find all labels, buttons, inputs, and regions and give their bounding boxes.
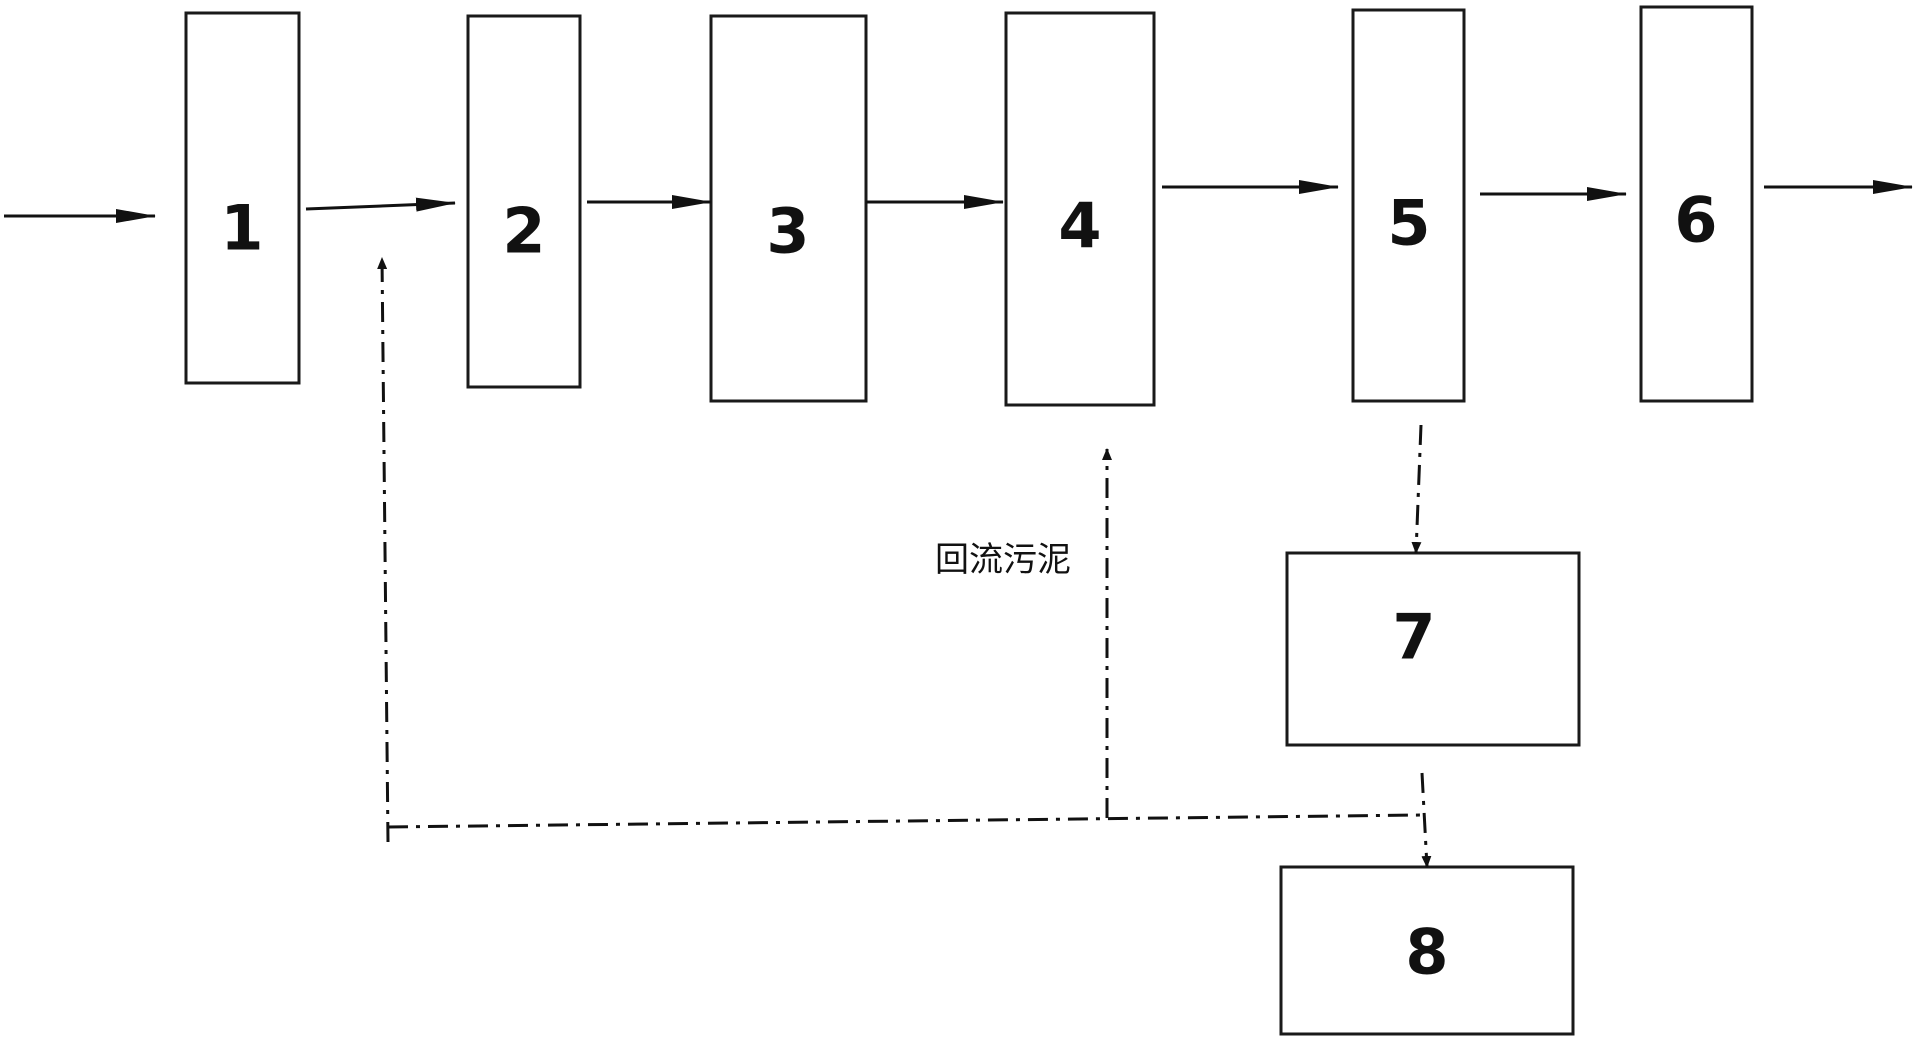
unit-2-label: 2 [502,195,545,268]
unit-6-label: 6 [1674,184,1717,257]
unit-1-box: 1 [184,11,301,385]
unit-5-label: 5 [1387,187,1430,260]
unit-6-box: 6 [1639,5,1754,403]
unit-5-box: 5 [1351,8,1466,403]
unit-4-label: 4 [1058,190,1101,263]
unit-3-box: 3 [709,14,868,403]
sludge-return-arrow-to-unit-2-inlet [377,257,390,843]
sludge-arrow-7-to-8 [1420,772,1432,868]
sludge-return-horizontal-line [387,813,1423,829]
unit-7-label: 7 [1392,601,1435,674]
unit-7-box: 7 [1285,551,1581,747]
unit-1-label: 1 [220,192,263,265]
unit-8-label: 8 [1405,916,1448,989]
sludge-arrow-5-to-7 [1411,424,1423,554]
unit-4-box: 4 [1004,11,1156,407]
unit-8-box: 8 [1279,865,1575,1036]
unit-2-box: 2 [466,14,582,389]
flow-arrow-1-to-2 [305,197,456,212]
unit-3-label: 3 [766,195,809,268]
return-sludge-label: 回流污泥 [935,540,1071,580]
